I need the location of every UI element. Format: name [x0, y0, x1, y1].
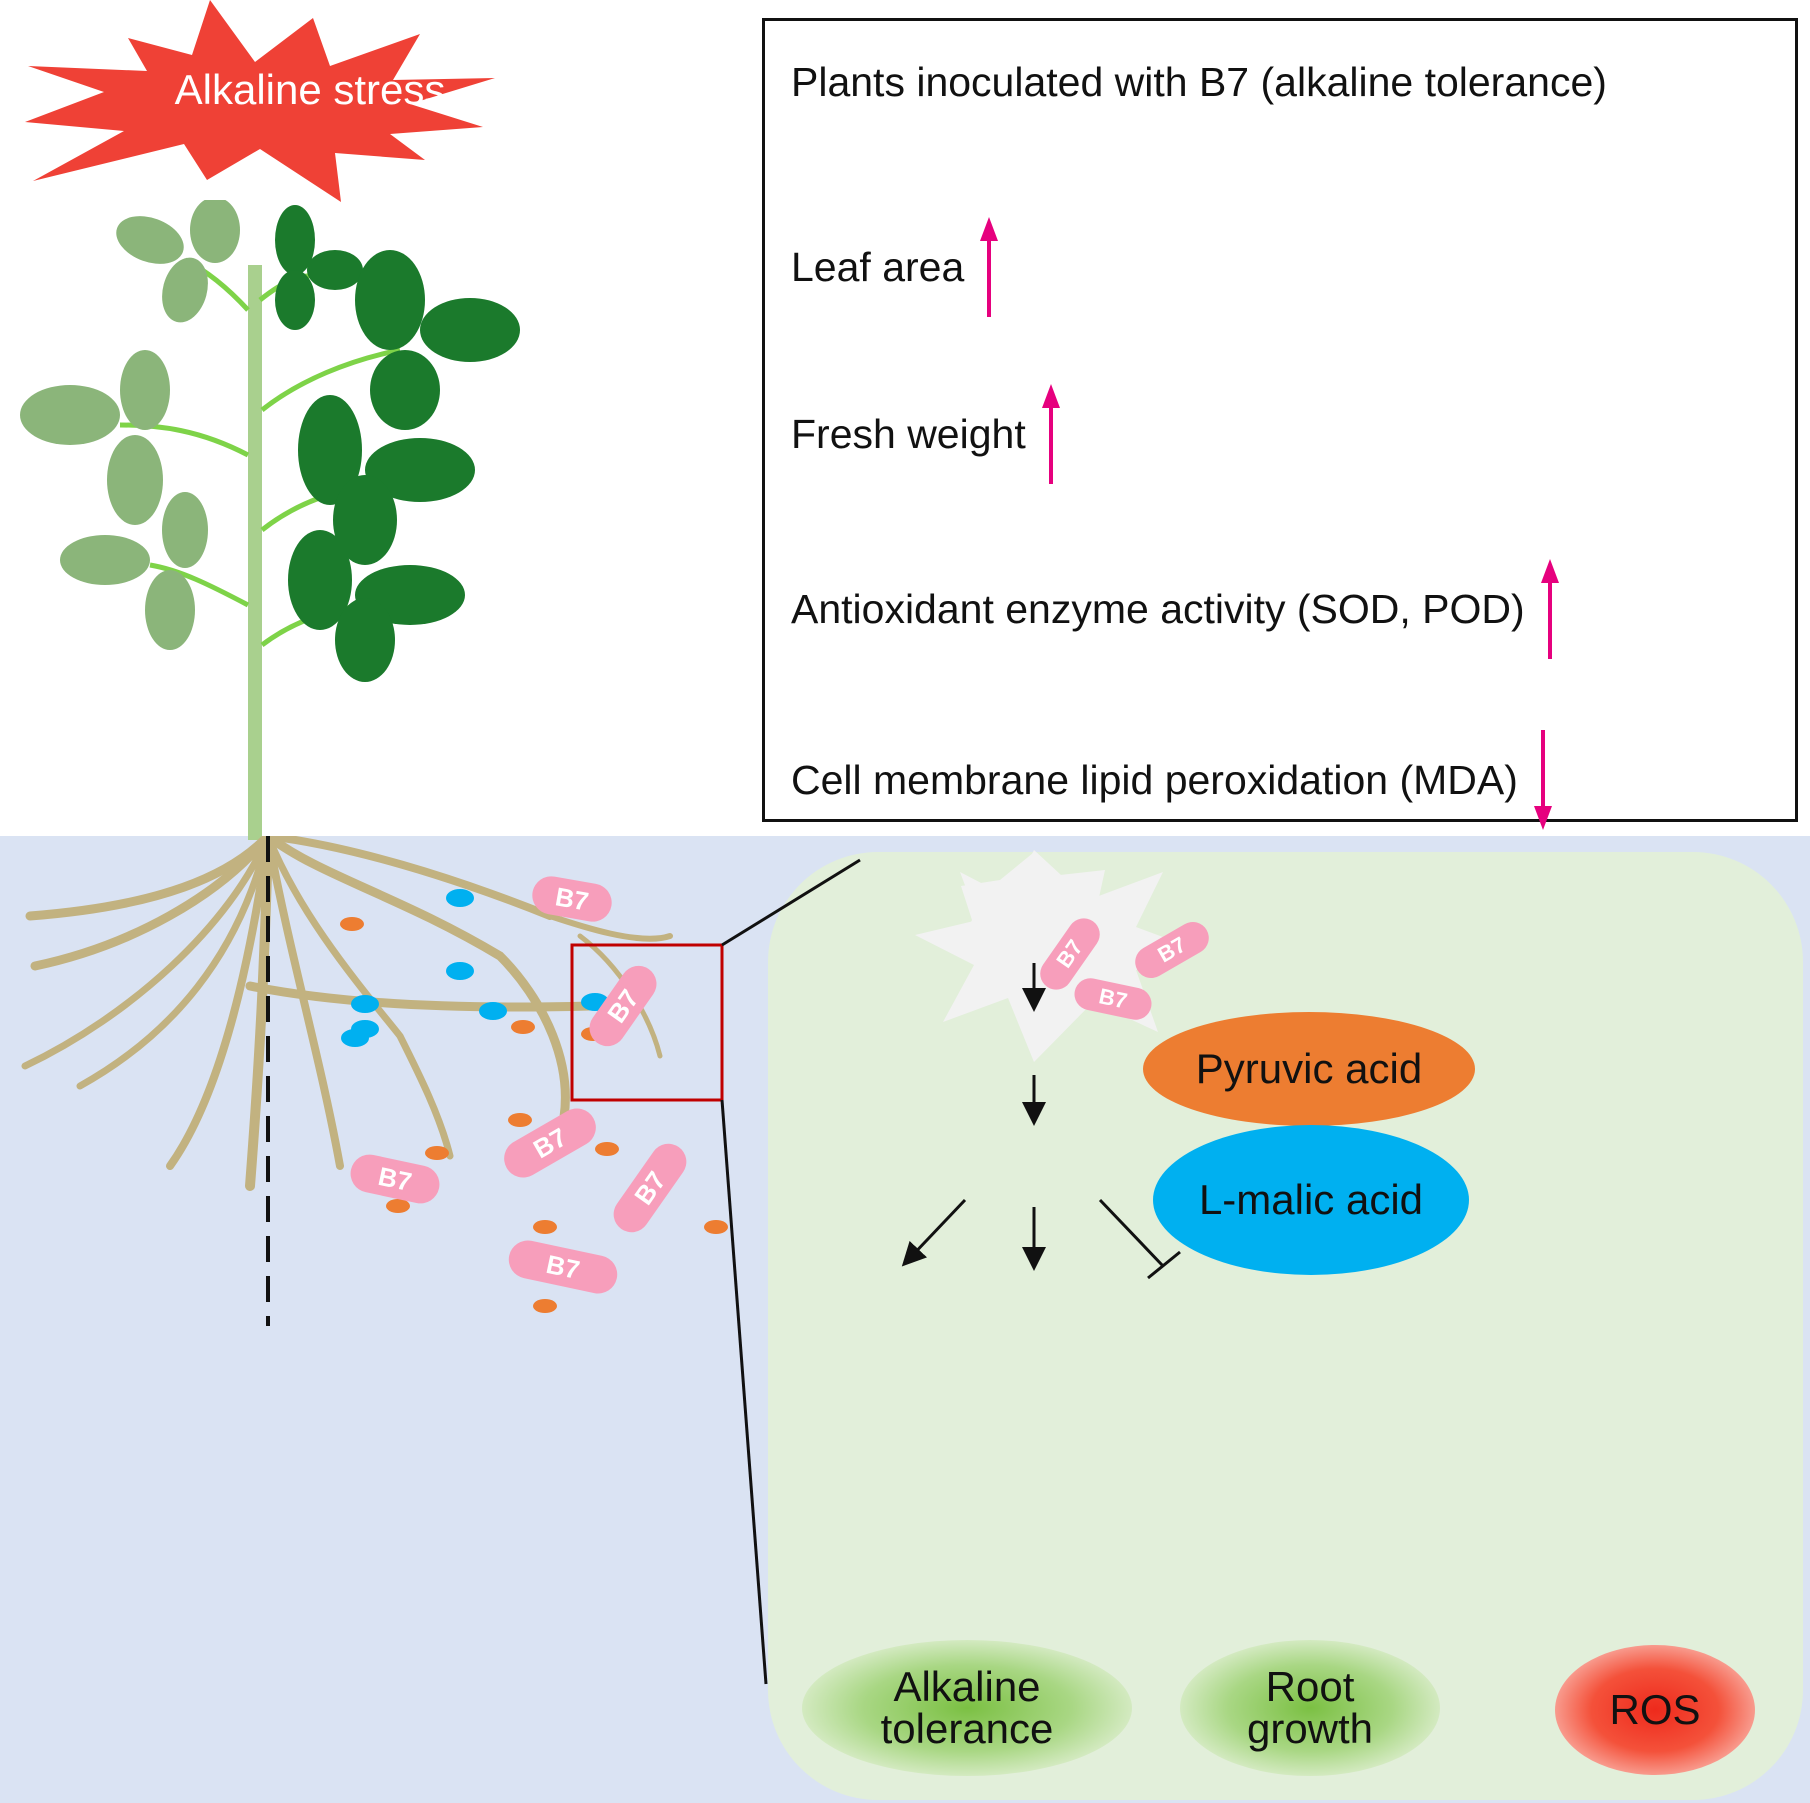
increase-arrow-icon — [980, 217, 999, 317]
increase-arrow-icon — [1540, 559, 1559, 659]
outcome-ros: ROS — [1555, 1645, 1755, 1775]
stress-burst-shape — [25, 0, 495, 202]
effect-label: Fresh weight — [791, 410, 1026, 457]
healthy-leaves — [258, 205, 520, 682]
node-label: Pyruvic acid — [1195, 1045, 1423, 1092]
zoom-region-box — [570, 943, 724, 1102]
stressed-leaves — [20, 200, 250, 650]
effect-antioxidant-activity: Antioxidant enzyme activity (SOD, POD) — [791, 559, 1559, 659]
effect-leaf-area: Leaf area — [791, 217, 999, 317]
l-malic-acid-node: L-malic acid — [1153, 1125, 1469, 1275]
effects-info-box: Plants inoculated with B7 (alkaline tole… — [762, 18, 1798, 830]
increase-arrow-icon — [1041, 384, 1060, 484]
plant-shoot — [20, 200, 520, 840]
outcome-line2: growth — [1246, 1705, 1374, 1752]
node-label: L-malic acid — [1198, 1176, 1424, 1223]
decrease-arrow-icon — [1533, 730, 1552, 830]
effect-lipid-peroxidation: Cell membrane lipid peroxidation (MDA) — [791, 730, 1552, 830]
effect-label: Leaf area — [791, 243, 965, 290]
root-system — [21, 836, 728, 1326]
stem — [248, 265, 262, 840]
pyruvic-acid-node: Pyruvic acid — [1143, 1012, 1475, 1126]
outcome-line1: Alkaline — [893, 1663, 1041, 1710]
outcome-line1: Root — [1265, 1663, 1355, 1710]
stress-label: Alkaline stress — [174, 66, 446, 113]
effect-label: Cell membrane lipid peroxidation (MDA) — [791, 756, 1518, 803]
info-box-title: Plants inoculated with B7 (alkaline tole… — [791, 59, 1607, 105]
outcome-line1: ROS — [1609, 1686, 1701, 1733]
effect-label: Antioxidant enzyme activity (SOD, POD) — [791, 585, 1525, 632]
outcome-line2: tolerance — [880, 1705, 1054, 1752]
effect-fresh-weight: Fresh weight — [791, 384, 1060, 484]
blue-dots — [341, 889, 609, 1047]
alkaline-stress-burst — [25, 0, 495, 202]
